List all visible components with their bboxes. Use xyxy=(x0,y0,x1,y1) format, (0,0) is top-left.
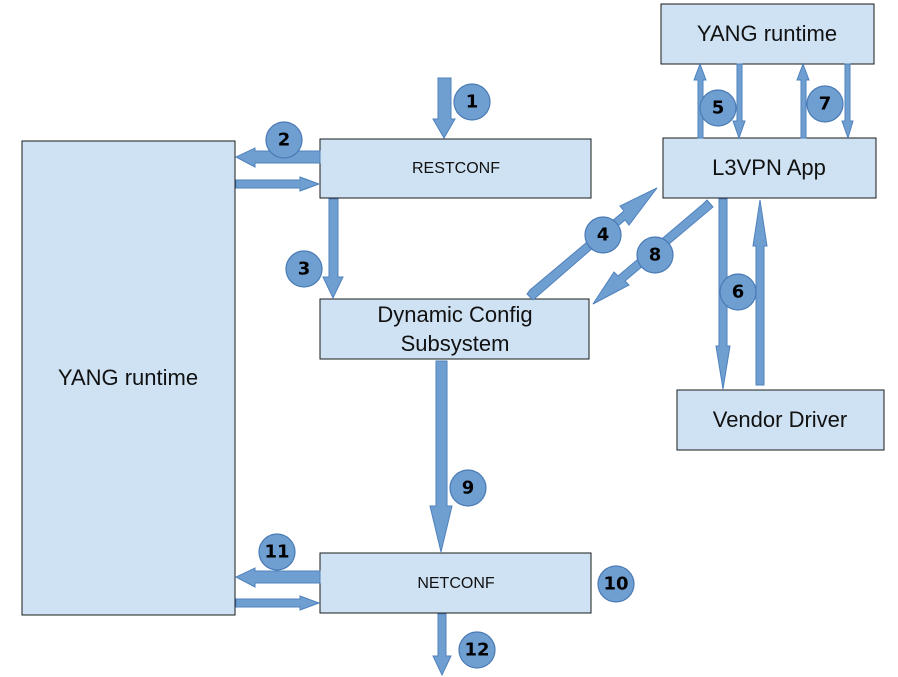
arrow-5-up xyxy=(693,62,707,139)
svg-text:12: 12 xyxy=(464,640,489,661)
svg-text:4: 4 xyxy=(597,225,610,246)
arrow-5-down xyxy=(732,63,746,140)
svg-text:9: 9 xyxy=(462,478,475,499)
arrow-11-netconf-to-yang xyxy=(234,567,321,588)
node-label-line2: Subsystem xyxy=(401,331,510,356)
arrow-12-out xyxy=(432,613,452,677)
svg-text:3: 3 xyxy=(298,259,311,280)
arrow-1-request-in xyxy=(432,77,456,139)
step-badge-4: 4 xyxy=(584,216,622,254)
step-badge-1: 1 xyxy=(453,83,491,121)
arrow-yang-to-netconf xyxy=(235,595,321,611)
node-label: YANG runtime xyxy=(697,21,837,46)
node-l3vpn-app: L3VPN App xyxy=(662,137,877,199)
step-badge-12: 12 xyxy=(458,631,496,669)
step-badge-8: 8 xyxy=(636,236,674,274)
svg-text:1: 1 xyxy=(466,92,479,113)
node-restconf: RESTCONF xyxy=(319,138,592,199)
step-badge-5: 5 xyxy=(699,89,737,127)
svg-text:10: 10 xyxy=(603,574,628,595)
node-yang-runtime-left: YANG runtime xyxy=(21,140,236,616)
arrow-3-restconf-to-dcs xyxy=(322,198,344,300)
step-badge-9: 9 xyxy=(449,469,487,507)
node-label-line1: Dynamic Config xyxy=(377,302,532,327)
svg-text:7: 7 xyxy=(819,94,832,115)
node-dynamic-config-subsystem: Dynamic Config Subsystem xyxy=(319,298,590,360)
arrow-9-dcs-to-netconf xyxy=(429,360,453,553)
svg-text:2: 2 xyxy=(278,130,291,151)
arrow-6-up xyxy=(752,199,768,386)
step-badge-2: 2 xyxy=(265,121,303,159)
node-yang-runtime-top: YANG runtime xyxy=(660,3,875,65)
step-badge-6: 6 xyxy=(719,273,757,311)
node-label: Vendor Driver xyxy=(713,407,848,432)
svg-text:5: 5 xyxy=(712,98,725,119)
svg-text:8: 8 xyxy=(649,245,662,266)
node-vendor-driver: Vendor Driver xyxy=(676,389,885,451)
step-badge-3: 3 xyxy=(285,250,323,288)
node-label: YANG runtime xyxy=(58,365,198,390)
arrow-7-up xyxy=(796,62,810,139)
arrow-7-down xyxy=(841,63,854,140)
step-badge-7: 7 xyxy=(806,85,844,123)
step-badge-11: 11 xyxy=(258,533,296,571)
arrow-yang-to-restconf xyxy=(235,176,321,192)
node-label: NETCONF xyxy=(417,575,495,592)
node-netconf: NETCONF xyxy=(319,552,592,614)
svg-text:11: 11 xyxy=(264,542,289,563)
svg-text:6: 6 xyxy=(732,282,745,303)
node-label: RESTCONF xyxy=(412,160,500,177)
step-badge-10: 10 xyxy=(597,565,635,603)
node-label: L3VPN App xyxy=(712,155,826,180)
